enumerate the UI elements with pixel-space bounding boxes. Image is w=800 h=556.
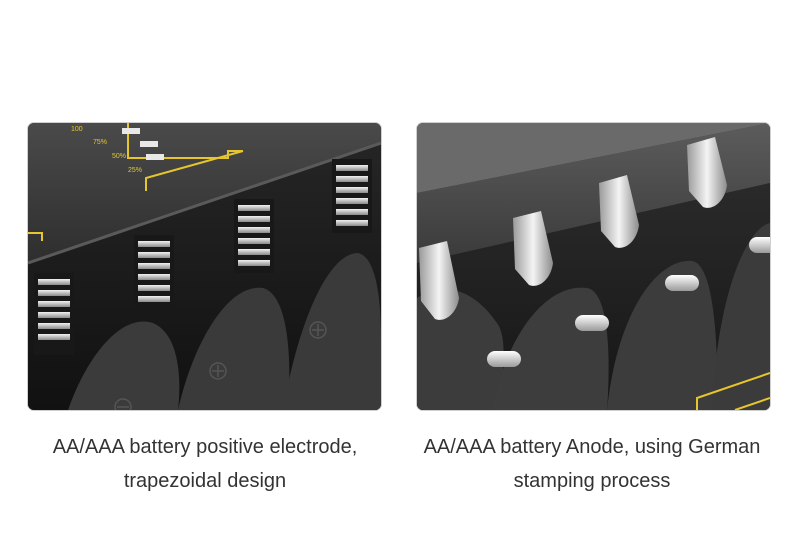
led-bar-75 xyxy=(140,141,158,147)
anode-tab-3 xyxy=(599,175,639,248)
anode-tab-4 xyxy=(687,137,727,208)
indicator-label-75: 75% xyxy=(93,139,107,146)
anode-contact-photo xyxy=(417,123,770,410)
led-bar-100 xyxy=(122,128,140,134)
indicator-label-25: 25% xyxy=(128,167,142,174)
caption-line: AA/AAA battery Anode, using German xyxy=(423,436,761,458)
anode-tab-1 xyxy=(419,241,459,320)
positive-contact-4 xyxy=(332,159,372,233)
caption-anode: AA/AAA battery Anode, using German stamp… xyxy=(402,430,782,498)
caption-line: trapezoidal design xyxy=(123,470,287,492)
charger-closeup-right xyxy=(417,123,770,410)
positive-electrode-photo: 100 75% 50% 25% xyxy=(28,123,381,410)
positive-contact-1 xyxy=(34,273,74,355)
indicator-label-100: 100 xyxy=(71,126,83,133)
indicator-label-50: 50% xyxy=(112,153,126,160)
caption-line: AA/AAA battery positive electrode, xyxy=(52,436,358,458)
positive-contact-3 xyxy=(234,199,274,273)
anode-tab-2 xyxy=(513,211,553,286)
led-bar-50 xyxy=(146,154,164,160)
caption-positive-electrode: AA/AAA battery positive electrode, trape… xyxy=(15,430,395,498)
caption-line: stamping process xyxy=(513,470,671,492)
positive-contact-2 xyxy=(134,235,174,313)
charger-closeup-left: 100 75% 50% 25% xyxy=(28,123,381,410)
